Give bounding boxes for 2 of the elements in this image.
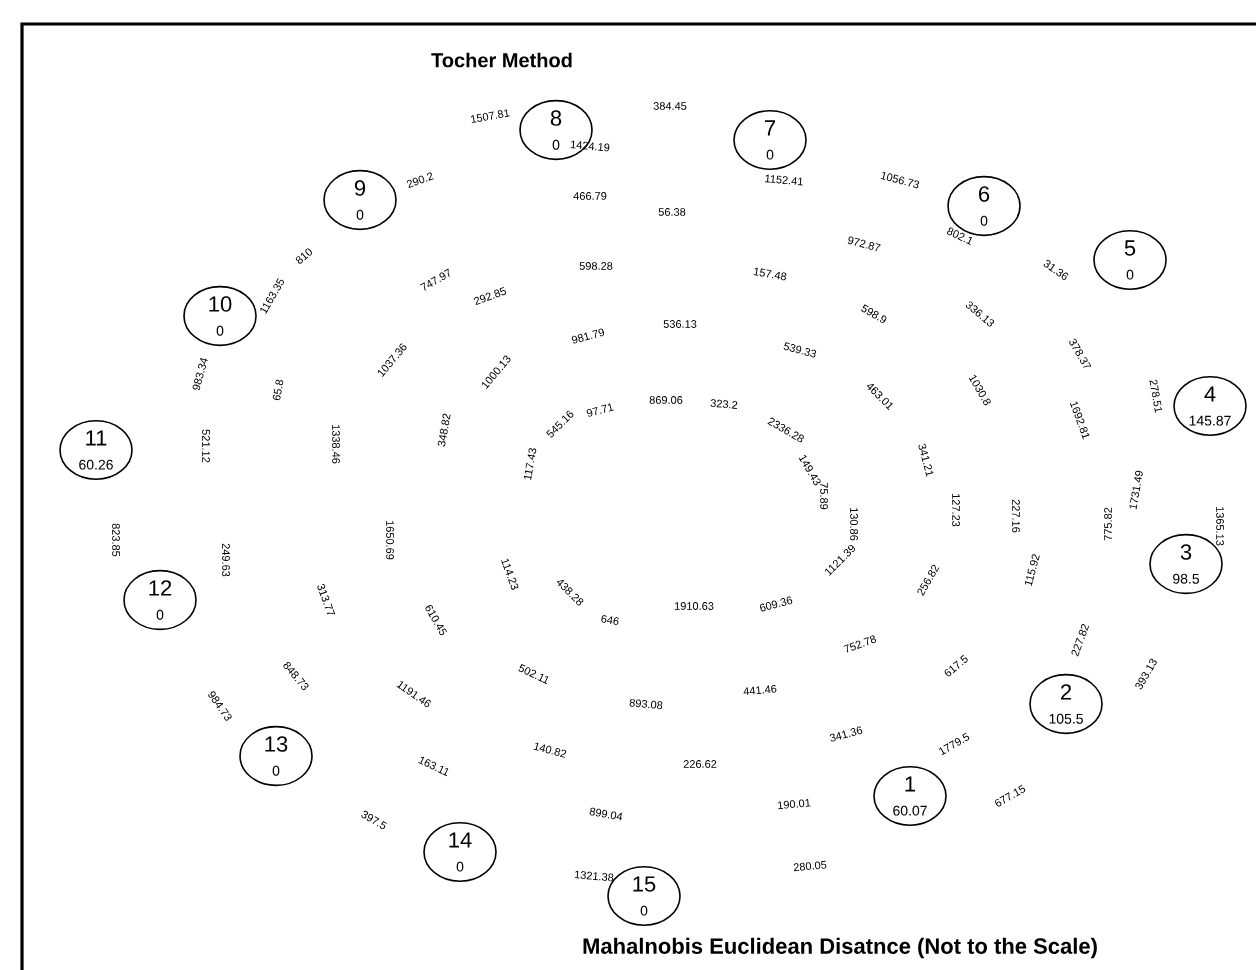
- caption: Mahalnobis Euclidean Disatnce (Not to the Scale): [583, 937, 1097, 959]
- title: Tocher Method: [431, 52, 572, 68]
